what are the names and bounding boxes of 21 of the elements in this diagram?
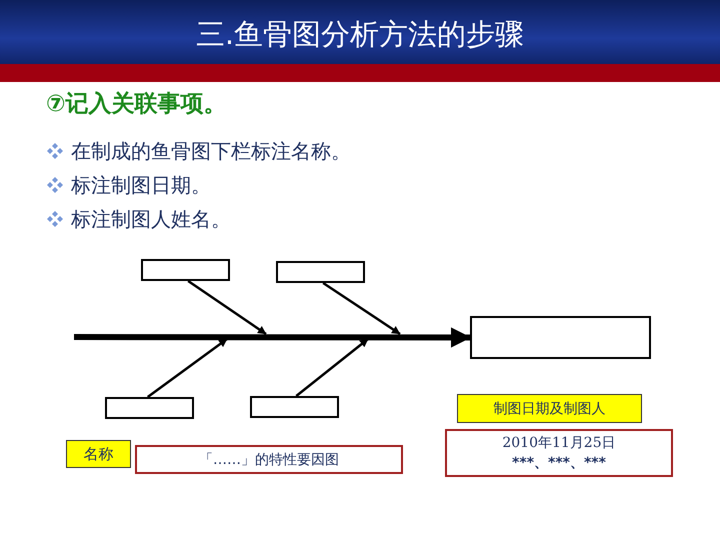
- name-field: 「……」的特性要因图: [135, 445, 403, 474]
- bone-arrow: [322, 282, 401, 336]
- bullet-text: 标注制图人姓名。: [71, 206, 231, 233]
- step-heading: ⑦记入关联事项。: [46, 90, 226, 119]
- blank-box: [141, 259, 230, 281]
- spine-arrow: [74, 327, 472, 348]
- bullet-text: 标注制图日期。: [71, 172, 211, 199]
- blank-box: [105, 397, 194, 419]
- blank-box: [276, 261, 365, 283]
- bone-arrow: [187, 280, 267, 336]
- bone-arrow: [296, 338, 369, 397]
- date-text: 2010年11月25日: [502, 434, 616, 453]
- date-author-box: [445, 429, 673, 477]
- head-box: [470, 316, 651, 359]
- date-author-tag: 制图日期及制图人: [457, 394, 642, 423]
- author-text: ***、***、***: [512, 454, 606, 473]
- name-tag: 名称: [66, 440, 131, 468]
- blank-box: [250, 396, 339, 418]
- bullet-text: 在制成的鱼骨图下栏标注名称。: [71, 138, 351, 165]
- bone-arrow: [146, 338, 228, 398]
- slide-title: 三.鱼骨图分析方法的步骤: [194, 16, 526, 53]
